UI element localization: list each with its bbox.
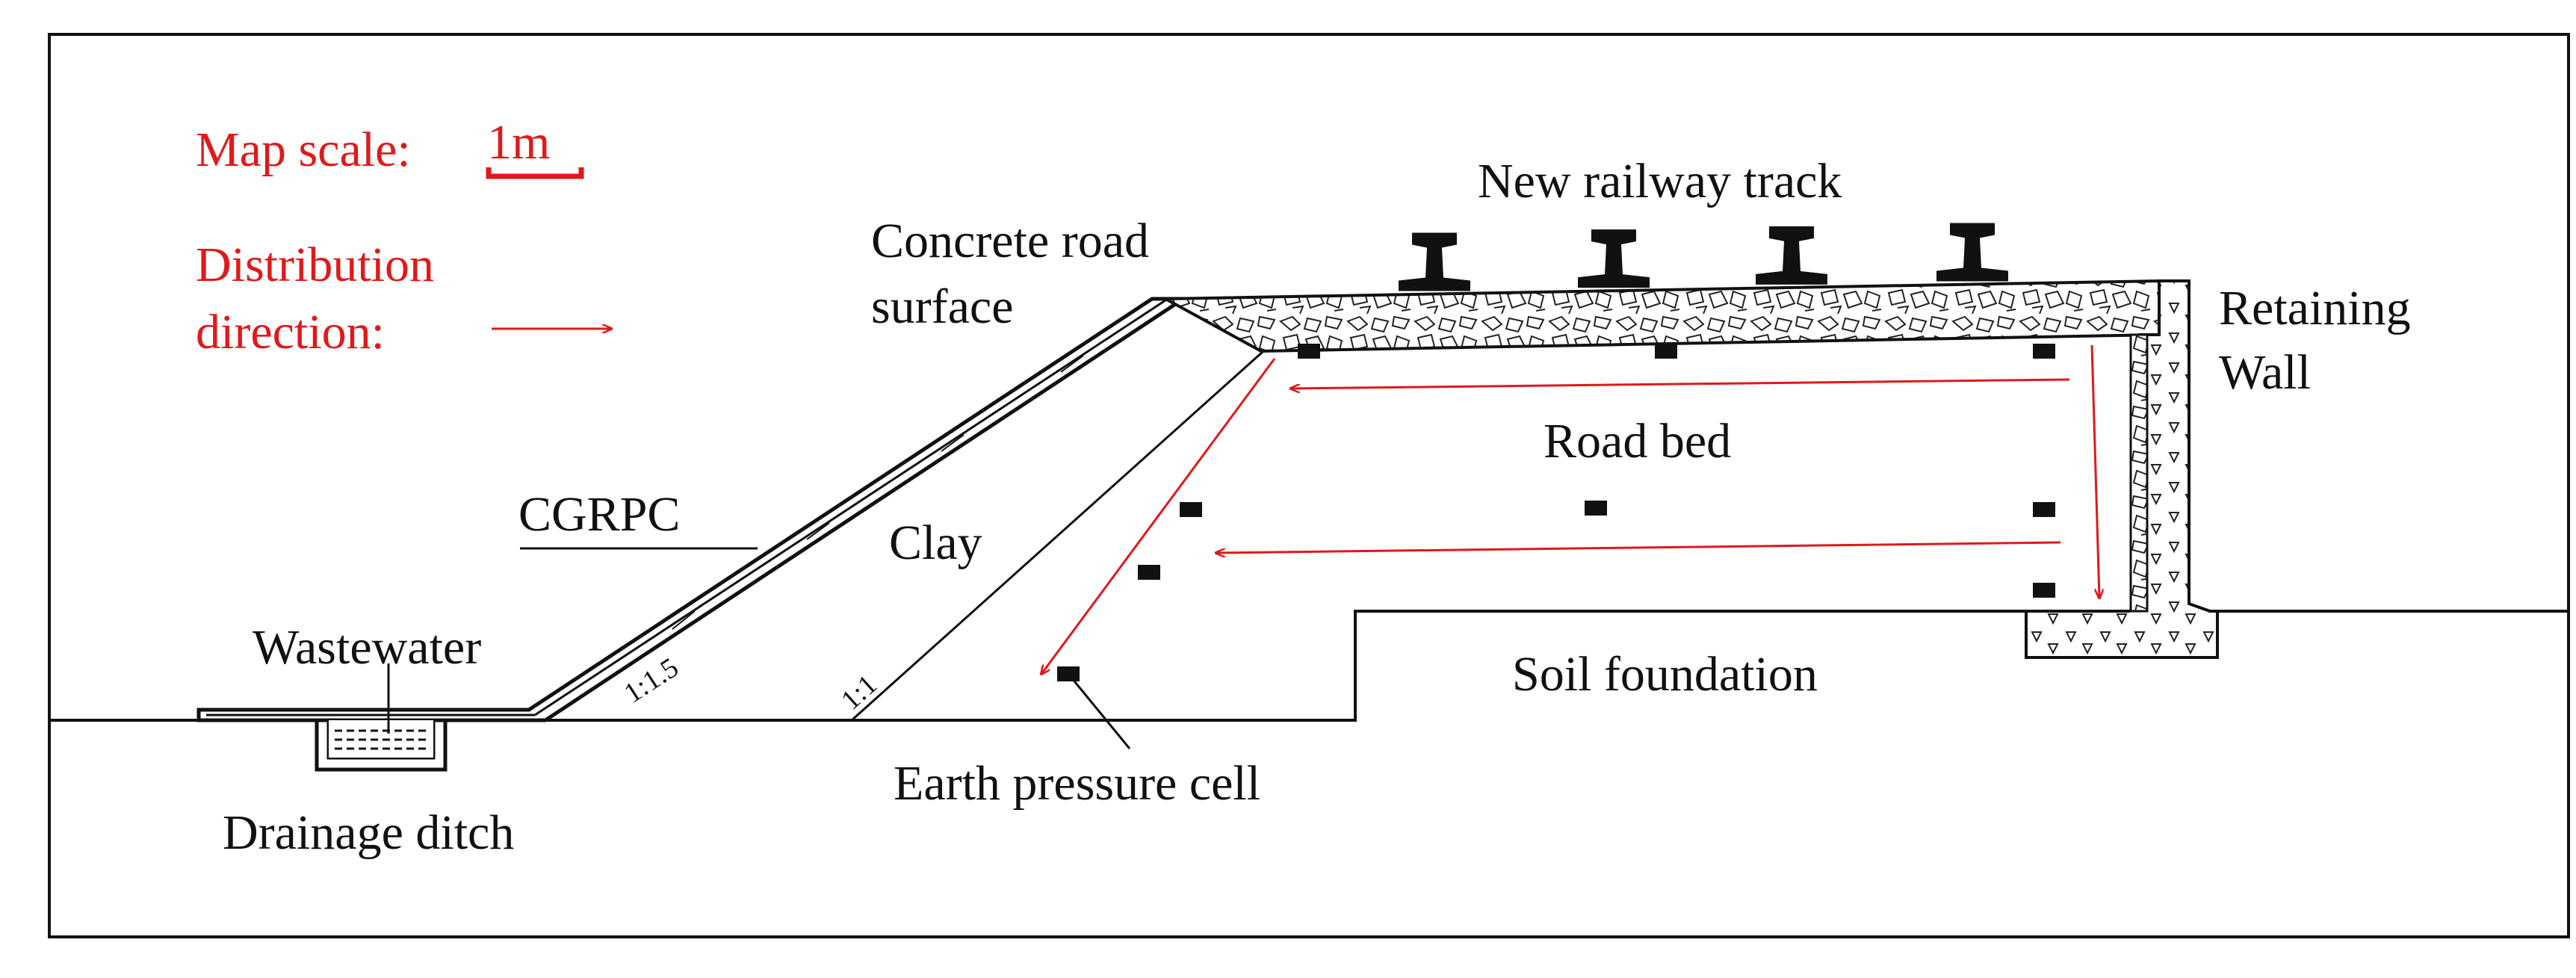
new-railway-track bbox=[1399, 223, 2008, 291]
label-new-railway-track: New railway track bbox=[1478, 154, 1842, 208]
diagram-frame bbox=[48, 33, 2570, 938]
map-scale-value: 1m bbox=[487, 115, 550, 170]
label-wastewater: Wastewater bbox=[253, 620, 481, 675]
label-retaining-wall-line1: Retaining bbox=[2219, 281, 2411, 335]
rail-4 bbox=[1936, 223, 2008, 282]
label-cgrpc: CGRPC bbox=[518, 487, 680, 542]
label-slope-inner: 1:1 bbox=[835, 669, 883, 717]
earth-pressure-cells bbox=[1057, 344, 2055, 681]
label-road-bed: Road bed bbox=[1544, 414, 1731, 468]
retaining-wall bbox=[2025, 279, 2219, 659]
distribution-arrows bbox=[1041, 344, 2099, 674]
earth-pressure-cell-7 bbox=[1138, 565, 1160, 580]
label-drainage-ditch: Drainage ditch bbox=[223, 805, 514, 860]
label-earth-pressure-cell: Earth pressure cell bbox=[894, 756, 1260, 811]
earth-pressure-cell-4 bbox=[1180, 502, 1202, 517]
arrow-lower-horizontal bbox=[1216, 541, 2061, 553]
rail-1 bbox=[1399, 232, 1470, 291]
earth-pressure-cell-2 bbox=[1655, 344, 1677, 359]
wastewater bbox=[329, 720, 433, 758]
clay-slope-line bbox=[850, 344, 1272, 722]
map-scale-label: Map scale: bbox=[196, 123, 411, 177]
label-soil-foundation: Soil foundation bbox=[1512, 647, 1818, 702]
drainage-ditch bbox=[315, 718, 448, 772]
earth-pressure-cell-5 bbox=[1585, 501, 1607, 516]
distribution-direction-label-line1: Distribution bbox=[196, 238, 434, 292]
rail-2 bbox=[1578, 229, 1650, 288]
legend: Map scale: 1m Distribution direction: bbox=[196, 115, 611, 359]
ground-line bbox=[49, 610, 2569, 722]
earth-pressure-cell-6 bbox=[2033, 502, 2055, 517]
earth-pressure-cell-leader bbox=[1067, 673, 1131, 749]
label-concrete-road-surface-line1: Concrete road bbox=[871, 214, 1149, 268]
map-scale-bar bbox=[486, 167, 584, 179]
label-concrete-road-surface-line2: surface bbox=[871, 279, 1014, 334]
earth-pressure-cell-8 bbox=[2033, 583, 2055, 598]
arrow-diagonal bbox=[1041, 358, 1276, 674]
earth-pressure-cell-1 bbox=[1298, 344, 1320, 359]
arrow-vertical bbox=[2090, 344, 2099, 598]
label-retaining-wall-line2: Wall bbox=[2219, 345, 2311, 400]
rail-3 bbox=[1756, 226, 1827, 285]
label-clay: Clay bbox=[889, 516, 982, 570]
distribution-direction-label-line2: direction: bbox=[196, 305, 385, 359]
concrete-road-surface bbox=[1159, 279, 2161, 353]
arrow-upper-horizontal bbox=[1291, 378, 2070, 389]
earth-pressure-cell-3 bbox=[2033, 344, 2055, 359]
